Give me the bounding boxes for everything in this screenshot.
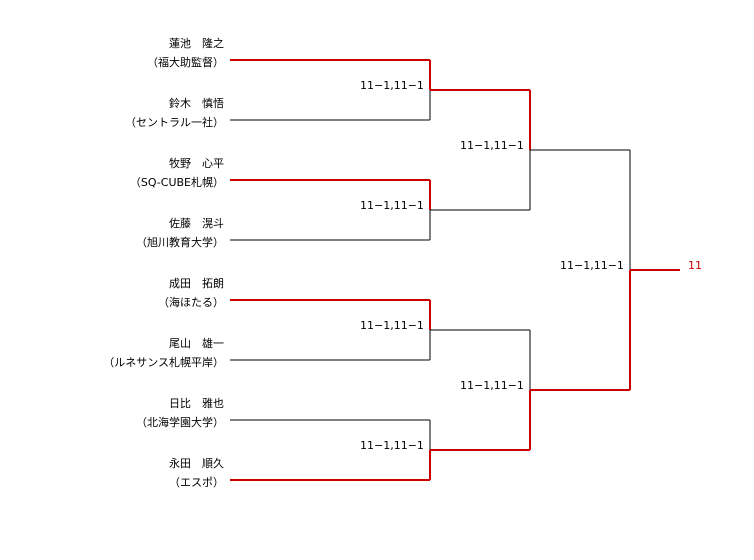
round1-score-2: 11−1,11−1: [360, 199, 424, 212]
player-name: 蓮池 隆之: [169, 37, 224, 50]
player-name: 牧野 心平: [169, 157, 224, 170]
player-affiliation: （北海学園大学）: [136, 416, 224, 429]
player-affiliation: （SQ-CUBE札幌）: [129, 176, 224, 189]
player-name: 成田 拓朗: [169, 277, 224, 290]
player-name: 日比 雅也: [169, 397, 224, 410]
player-name: 永田 順久: [169, 457, 224, 470]
player-name: 鈴木 慎悟: [169, 97, 224, 110]
player-affiliation: （旭川教育大学）: [136, 236, 224, 249]
round2-score-1: 11−1,11−1: [460, 139, 524, 152]
player-affiliation: （福大助監督）: [147, 56, 224, 69]
player-3: 牧野 心平 （SQ-CUBE札幌）: [130, 156, 224, 190]
round1-score-4: 11−1,11−1: [360, 439, 424, 452]
round1-score-1: 11−1,11−1: [360, 79, 424, 92]
player-4: 佐藤 滉斗 （旭川教育大学）: [136, 216, 224, 250]
player-6: 尾山 雄一 （ルネサンス札幌平岸）: [103, 336, 224, 370]
player-affiliation: （ルネサンス札幌平岸）: [103, 356, 224, 369]
player-8: 永田 順久 （エスポ）: [169, 456, 224, 490]
player-2: 鈴木 慎悟 （セントラル一社）: [125, 96, 224, 130]
player-1: 蓮池 隆之 （福大助監督）: [147, 36, 224, 70]
round2-score-2: 11−1,11−1: [460, 379, 524, 392]
player-name: 佐藤 滉斗: [169, 217, 224, 230]
player-name: 尾山 雄一: [169, 337, 224, 350]
player-affiliation: （セントラル一社）: [125, 116, 224, 129]
player-7: 日比 雅也 （北海学園大学）: [136, 396, 224, 430]
round1-score-3: 11−1,11−1: [360, 319, 424, 332]
player-5: 成田 拓朗 （海ほたる）: [158, 276, 224, 310]
player-affiliation: （海ほたる）: [158, 296, 224, 309]
final-winner-label: 11: [688, 259, 702, 272]
final-score: 11−1,11−1: [560, 259, 624, 272]
player-affiliation: （エスポ）: [169, 476, 224, 489]
